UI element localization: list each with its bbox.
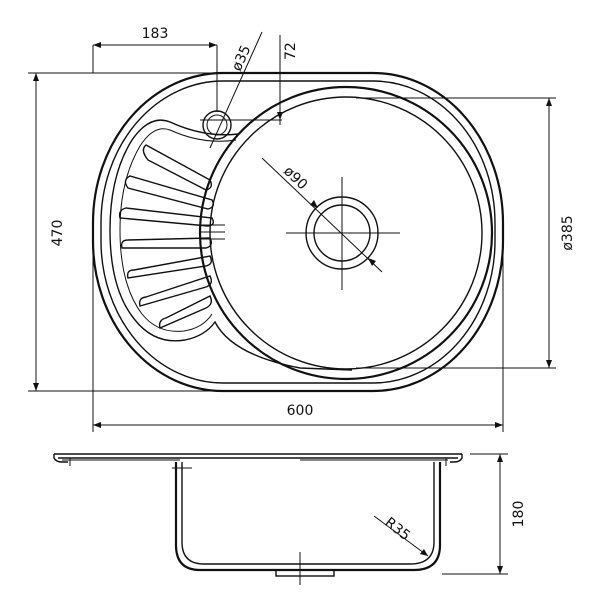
- dim-label-470: 470: [50, 220, 66, 247]
- rib: [138, 275, 213, 307]
- bowl-outer-circle: [198, 85, 494, 381]
- dimension-72: 72: [277, 35, 299, 125]
- dimension-385: ø385: [356, 97, 576, 369]
- bowl-inner-circle: [209, 96, 483, 370]
- rib: [158, 295, 213, 329]
- dimension-r35: R35: [373, 515, 429, 557]
- side-bowl-inner: [181, 462, 435, 565]
- rib: [126, 255, 213, 279]
- top-view: 183 ø35 72 ø90 ø385: [28, 26, 576, 432]
- sink-inner-rim: [100, 80, 496, 384]
- side-drain-outlet: [275, 569, 335, 577]
- drainboard-inner-outline: [119, 128, 237, 332]
- dimension-470: 470: [28, 72, 222, 392]
- tap-hole-inner: [206, 114, 228, 136]
- dimension-180: 180: [442, 453, 527, 575]
- drainboard-ribs: [118, 144, 225, 329]
- drainboard-outline: [109, 119, 353, 371]
- dim-label-72: 72: [283, 42, 299, 60]
- dim-label-r35: R35: [382, 515, 414, 545]
- dim-label-180: 180: [511, 501, 527, 528]
- dim-label-183: 183: [142, 26, 169, 42]
- dim-label-385: ø385: [560, 215, 576, 250]
- side-rim-top: [53, 453, 463, 463]
- dim-label-drain: ø90: [280, 163, 310, 193]
- dimension-tap-hole: ø35: [209, 31, 263, 149]
- rib: [124, 175, 215, 210]
- side-view: R35 180: [53, 453, 527, 585]
- rib: [120, 237, 213, 249]
- side-bowl-outer: [174, 462, 442, 572]
- dim-label-600: 600: [287, 403, 314, 419]
- dimension-600: 600: [92, 232, 504, 432]
- dimension-183: 183: [92, 26, 218, 112]
- rib: [142, 144, 213, 191]
